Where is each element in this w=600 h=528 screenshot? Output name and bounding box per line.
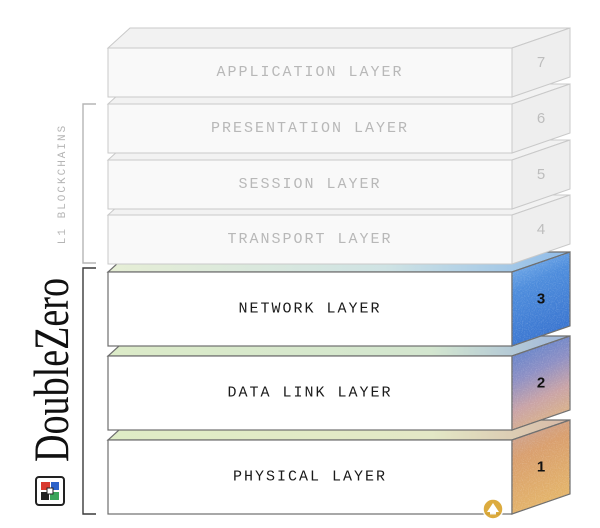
layer-3-side-texture bbox=[512, 252, 570, 346]
layer-block-physical: PHYSICAL LAYER 1 bbox=[106, 419, 571, 515]
layer-7-top-face bbox=[106, 27, 571, 49]
doublezero-bracket bbox=[82, 267, 96, 515]
layer-1-label: PHYSICAL LAYER bbox=[233, 469, 387, 486]
layer-4-side-face bbox=[511, 194, 571, 265]
doublezero-wordmark: DoubleZero bbox=[23, 278, 79, 462]
doublezero-logo-icon bbox=[35, 476, 65, 506]
layer-block-application: APPLICATION LAYER 7 bbox=[106, 27, 571, 98]
layer-2-number: 2 bbox=[537, 375, 545, 392]
layer-5-label: SESSION LAYER bbox=[238, 176, 381, 193]
layer-5-side-face bbox=[511, 139, 571, 210]
layer-4-front-face bbox=[107, 214, 513, 265]
layer-6-label: PRESENTATION LAYER bbox=[211, 120, 409, 137]
layer-3-number: 3 bbox=[537, 291, 545, 308]
layer-2-label: DATA LINK LAYER bbox=[227, 385, 392, 402]
doublezero-group: DoubleZero bbox=[23, 267, 96, 515]
layer-5-front-face bbox=[107, 159, 513, 210]
layer-4-label: TRANSPORT LAYER bbox=[227, 231, 392, 248]
layer-block-data-link: DATA LINK LAYER 2 bbox=[106, 335, 571, 431]
layer-7-front-face bbox=[107, 47, 513, 98]
l1-blockchains-group: L1 BLOCKCHAINS bbox=[57, 103, 96, 264]
l1-blockchains-bracket bbox=[82, 103, 96, 264]
layer-5-number: 5 bbox=[537, 166, 545, 183]
layer-1-front-face bbox=[107, 439, 513, 515]
layer-6-front-face bbox=[107, 103, 513, 154]
layer-6-side-face bbox=[511, 83, 571, 154]
layer-2-side-texture bbox=[512, 336, 570, 430]
layer-6-number: 6 bbox=[537, 110, 545, 127]
layer-3-label: NETWORK LAYER bbox=[238, 301, 381, 318]
watermark-logo-icon bbox=[482, 498, 504, 520]
layer-1-side-texture bbox=[512, 420, 570, 514]
layer-block-network: NETWORK LAYER 3 bbox=[106, 251, 571, 347]
layer-1-number: 1 bbox=[537, 459, 545, 476]
l1-blockchains-label: L1 BLOCKCHAINS bbox=[57, 124, 69, 244]
layer-7-number: 7 bbox=[537, 54, 545, 71]
layer-4-number: 4 bbox=[537, 221, 545, 238]
layer-7-label: APPLICATION LAYER bbox=[216, 64, 403, 81]
layer-7-side-face bbox=[511, 27, 571, 98]
